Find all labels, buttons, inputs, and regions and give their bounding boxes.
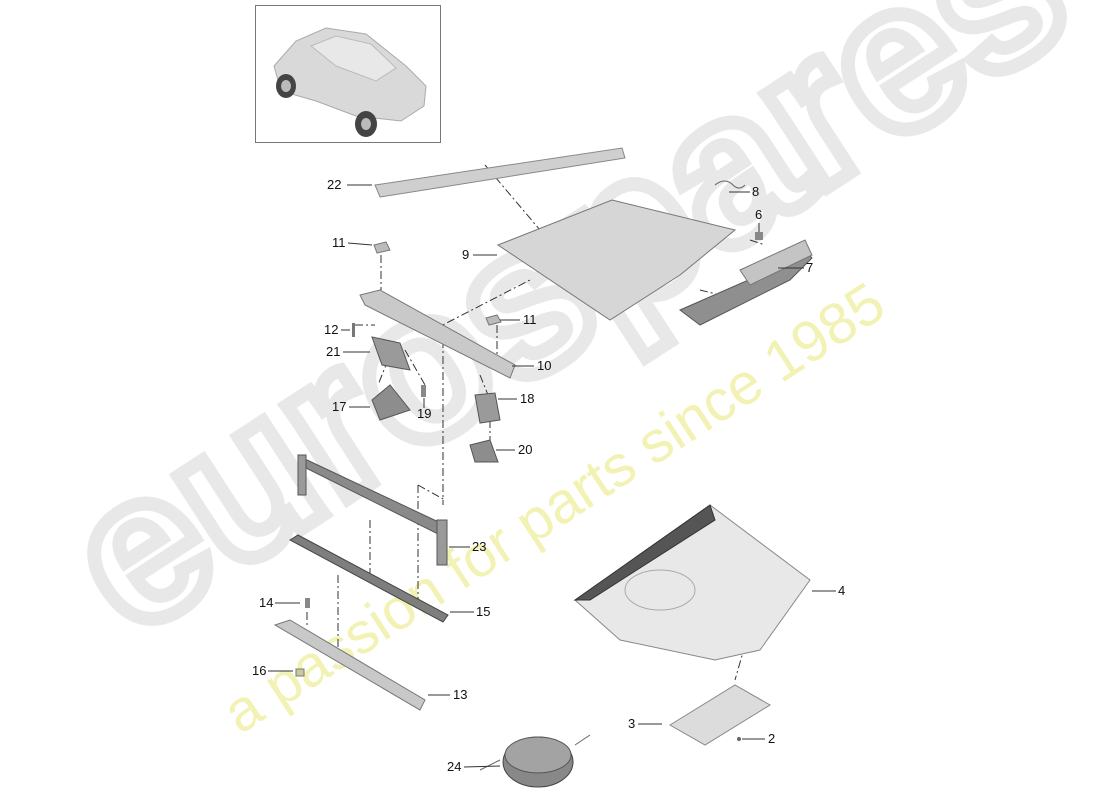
callout-18[interactable]: 18 [520, 391, 535, 406]
part-8-cable [714, 180, 746, 189]
part-20-holder [469, 439, 499, 463]
callout-3[interactable]: 3 [628, 716, 636, 731]
callout-2[interactable]: 2 [768, 731, 776, 746]
callout-17[interactable]: 17 [332, 399, 347, 414]
part-13-rail [273, 619, 426, 711]
callout-16[interactable]: 16 [252, 663, 267, 678]
callout-22[interactable]: 22 [327, 177, 342, 192]
callout-11-lower[interactable]: 11 [523, 312, 537, 327]
callout-4[interactable]: 4 [838, 583, 846, 598]
part-18-bracket [474, 392, 501, 424]
part-22-trim-strip [374, 147, 626, 198]
part-6-clip [755, 232, 763, 240]
part-3-cover-plate [669, 684, 771, 746]
part-16-nut [295, 668, 305, 677]
callout-15[interactable]: 15 [476, 604, 491, 619]
part-14-screw [305, 598, 310, 608]
callout-11-upper[interactable]: 11 [332, 235, 346, 250]
car-icon [273, 27, 427, 137]
callout-6[interactable]: 6 [755, 207, 763, 222]
part-9-floor-covering [496, 199, 737, 321]
part-15-seal-strip [289, 534, 449, 623]
part-17-bracket [371, 384, 411, 421]
part-10-rail [359, 289, 516, 379]
part-21-holder [371, 336, 411, 371]
callout-24[interactable]: 24 [447, 759, 462, 774]
callout-23[interactable]: 23 [472, 539, 487, 554]
part-19-screw [421, 385, 426, 397]
callout-10[interactable]: 10 [537, 358, 552, 373]
callout-14[interactable]: 14 [259, 595, 274, 610]
part-23-crossmember [299, 459, 446, 536]
callout-19[interactable]: 19 [417, 406, 432, 421]
callout-12[interactable]: 12 [324, 322, 339, 337]
part-11-retaining-plate [373, 241, 391, 254]
callout-7[interactable]: 7 [806, 260, 814, 275]
vehicle-thumbnail [255, 5, 441, 143]
part-12-pin [352, 323, 355, 337]
callout-8[interactable]: 8 [752, 184, 760, 199]
callout-9[interactable]: 9 [462, 247, 470, 262]
callout-13[interactable]: 13 [453, 687, 468, 702]
callout-20[interactable]: 20 [518, 442, 533, 457]
part-2-clip [737, 737, 741, 741]
callout-21[interactable]: 21 [326, 344, 341, 359]
